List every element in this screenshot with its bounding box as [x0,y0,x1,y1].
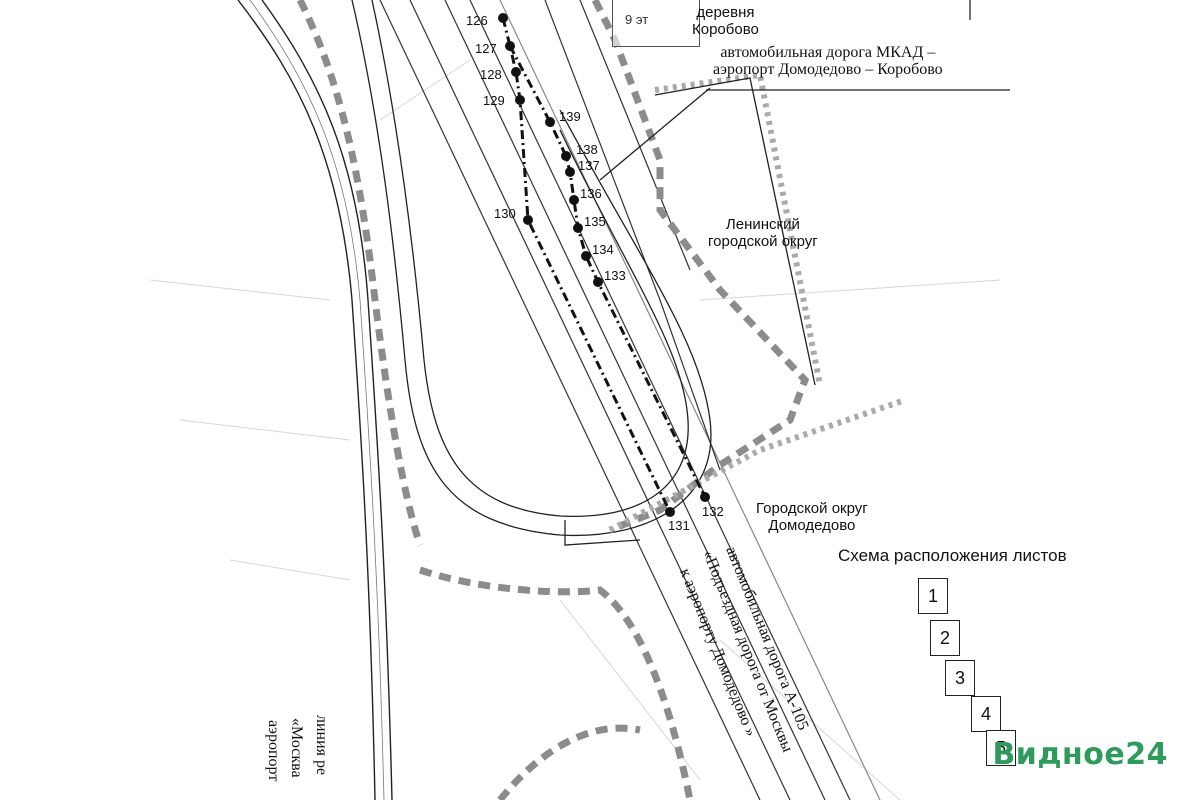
point-label-136: 136 [580,186,602,201]
loop-ramp [351,0,712,537]
sheet-2: 2 [930,620,960,656]
point-label-135: 135 [584,214,606,229]
building-box: 9 эт [612,0,700,47]
point-label-128: 128 [480,67,502,82]
sheet-scheme-title: Схема расположения листов [838,546,1067,565]
point-label-132: 132 [702,504,724,519]
floors-label: 9 эт [625,12,649,27]
point-128 [511,67,521,77]
point-133 [593,277,603,287]
point-130 [523,215,533,225]
point-label-127: 127 [475,41,497,56]
point-136 [569,195,579,205]
point-132 [700,492,710,502]
watermark-number: 24 [1125,737,1168,772]
point-label-131: 131 [668,518,690,533]
point-label-138: 138 [576,142,598,157]
highway-a105 [379,0,881,800]
road-mkad-label: автомобильная дорога МКАД – аэропорт Дом… [713,44,943,78]
point-label-129: 129 [483,93,505,108]
watermark-brand: Видное [992,737,1126,772]
sheet-1: 1 [918,578,948,614]
sheet-5: 5 [986,730,1016,766]
point-135 [573,223,583,233]
administrative-boundary [608,71,906,533]
point-129 [515,95,525,105]
background-grid [149,59,1001,800]
point-139 [545,117,555,127]
point-label-133: 133 [604,268,626,283]
point-138 [561,151,571,161]
point-label-126: 126 [466,13,488,28]
point-137 [565,167,575,177]
sheet-4: 4 [971,696,1001,732]
village-label: деревня Коробово [692,4,759,38]
leninsky-district-label: Ленинский городской округ [708,216,818,250]
point-134 [581,251,591,261]
domodedovo-district-label: Городской округ Домодедово [756,500,868,534]
rail-label-2: «Москва [288,718,305,778]
point-label-134: 134 [592,242,614,257]
rail-label-3: аэропорт [265,720,282,782]
sheet-3: 3 [945,660,975,696]
point-label-137: 137 [578,158,600,173]
rail-label-1: линия ре [313,715,330,776]
point-127 [505,41,515,51]
point-label-139: 139 [559,109,581,124]
point-label-130: 130 [494,206,516,221]
boundary-points [498,13,710,517]
point-131 [665,507,675,517]
point-126 [498,13,508,23]
watermark-logo: Видное24 [992,737,1168,772]
thin-boundary [564,0,1010,546]
railway [237,0,393,800]
